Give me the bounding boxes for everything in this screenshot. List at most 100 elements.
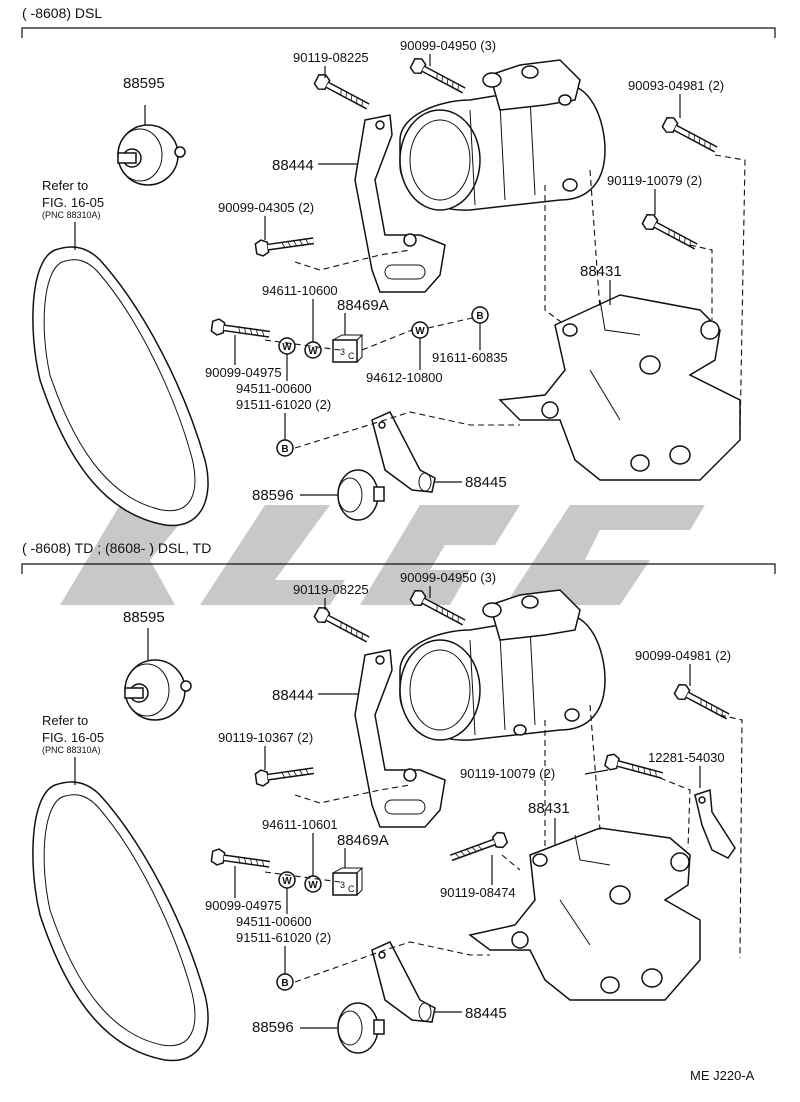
refer-line1: Refer to (42, 713, 88, 728)
dashed-guide (589, 704, 601, 831)
refer-line3: (PNC 88310A) (42, 210, 101, 220)
svg-text:C: C (348, 351, 355, 361)
label-88595: 88595 (123, 609, 165, 626)
label-90099-04975: 90099-04975 (205, 365, 282, 380)
bolt-marker-91511-61020-1: B (276, 439, 294, 457)
label-90099-04950: 90099-04950 (3) (400, 570, 496, 585)
bracket-88431-1 (498, 294, 741, 481)
label-94612-10800: 94612-10800 (366, 370, 443, 385)
bolt-marker-91611-60835-1: B (471, 306, 489, 324)
bracket-12281-54030 (694, 788, 736, 859)
dashed-guide (544, 185, 566, 326)
washer-marker-text: W (282, 876, 292, 887)
dashed-guide (589, 169, 601, 311)
dashed-guide (294, 411, 520, 449)
ac-compressor-1 (399, 59, 606, 211)
label-90099-04950: 90099-04950 (3) (400, 38, 496, 53)
label-88431: 88431 (528, 800, 570, 817)
dashed-guide (719, 714, 743, 959)
label-88444: 88444 (272, 687, 314, 704)
bolt-90119-08225-1 (313, 72, 372, 113)
section2-bracket (21, 563, 776, 574)
washer-marker-text: W (415, 326, 425, 337)
label-90119-10079: 90119-10079 (2) (460, 766, 555, 781)
label-88596: 88596 (252, 487, 294, 504)
section1-header: ( -8608) DSL (22, 5, 102, 21)
section-td-and-post-8608: ( -8608) TD ; (8608- ) DSL, TD (21, 540, 776, 1062)
label-88445: 88445 (465, 1005, 507, 1022)
label-88469a: 88469A (337, 832, 389, 849)
plate-88445-2 (371, 941, 436, 1023)
refer-line3: (PNC 88310A) (42, 745, 101, 755)
dashed-guide (264, 317, 473, 351)
svg-text:3: 3 (340, 880, 345, 890)
label-90099-04981: 90099-04981 (2) (635, 648, 731, 663)
label-90119-10079: 90119-10079 (2) (607, 173, 702, 188)
bolt-90119-08225-2 (313, 605, 372, 646)
v-belt-2 (32, 757, 209, 1062)
bolt-marker-text: B (281, 444, 288, 455)
bolt-90099-04981-2 (673, 682, 732, 723)
refer-line2: FIG. 16-05 (42, 195, 104, 210)
idler-pulley-88595 (117, 105, 186, 186)
washer-94611-10600-1: W (304, 341, 322, 359)
dashed-guide (714, 154, 746, 436)
v-belt-1 (32, 222, 209, 527)
section-dsl-pre-8608: ( -8608) DSL (21, 5, 776, 527)
dashed-guide (659, 777, 691, 849)
bracket-88444-2 (354, 649, 446, 828)
dashed-guide (689, 244, 713, 320)
label-88469a: 88469A (337, 297, 389, 314)
ac-compressor-2 (399, 589, 606, 741)
washer-94511-00600-1: W (278, 337, 296, 355)
bolt-90119-08474-2 (448, 830, 508, 865)
dashed-guide (294, 784, 411, 804)
bolt-90093-04981-1 (661, 115, 720, 156)
nut-88469a-2: 3 C (332, 867, 364, 896)
bolt-marker-text: B (476, 311, 483, 322)
svg-text:3: 3 (340, 347, 345, 357)
label-91511-61020: 91511-61020 (2) (236, 930, 331, 945)
dashed-guide (264, 871, 341, 883)
label-12281-54030: 12281-54030 (648, 750, 725, 765)
bolt-90099-04975-1 (211, 318, 271, 342)
washer-marker-text: W (308, 346, 318, 357)
washer-marker-text: W (308, 880, 318, 891)
dashed-guide (294, 941, 490, 983)
label-90119-08225: 90119-08225 (293, 50, 369, 65)
bracket-88431-2 (468, 827, 701, 1001)
section1-bracket (21, 27, 776, 38)
label-94611-10600: 94611-10600 (262, 283, 338, 298)
label-90119-08474: 90119-08474 (440, 885, 516, 900)
label-90099-04305: 90099-04305 (2) (218, 200, 314, 215)
washer-94612-10800-1: W (411, 321, 429, 339)
label-88431: 88431 (580, 263, 622, 280)
bolt-90099-04950-1 (409, 56, 468, 97)
label-91511-61020: 91511-61020 (2) (236, 397, 331, 412)
plate-88445-1 (371, 411, 436, 493)
label-94611-10601: 94611-10601 (262, 817, 338, 832)
label-88595: 88595 (123, 75, 165, 92)
svg-text:C: C (348, 884, 355, 894)
watermark-logo (60, 505, 705, 605)
washer-94611-10601-2: W (304, 875, 322, 893)
dashed-guide (501, 854, 521, 871)
bolt-90119-10367-2 (255, 763, 315, 787)
bracket-88444-1 (354, 114, 446, 293)
idler-pulley-88595 (124, 628, 192, 721)
label-88445: 88445 (465, 474, 507, 491)
label-88444: 88444 (272, 157, 314, 174)
washer-marker-text: W (282, 342, 292, 353)
footer-code: ME J220-A (690, 1068, 755, 1083)
label-90099-04975: 90099-04975 (205, 898, 282, 913)
label-94511-00600: 94511-00600 (236, 381, 312, 396)
section2-header: ( -8608) TD ; (8608- ) DSL, TD (22, 540, 211, 556)
bolt-marker-text: B (281, 978, 288, 989)
refer-line2: FIG. 16-05 (42, 730, 104, 745)
label-90093-04981: 90093-04981 (2) (628, 78, 724, 93)
bolt-marker-91511-61020-2: B (276, 973, 294, 991)
refer-line1: Refer to (42, 178, 88, 193)
bolt-90099-04305-1 (255, 233, 315, 257)
idler-88596-1 (337, 469, 385, 521)
